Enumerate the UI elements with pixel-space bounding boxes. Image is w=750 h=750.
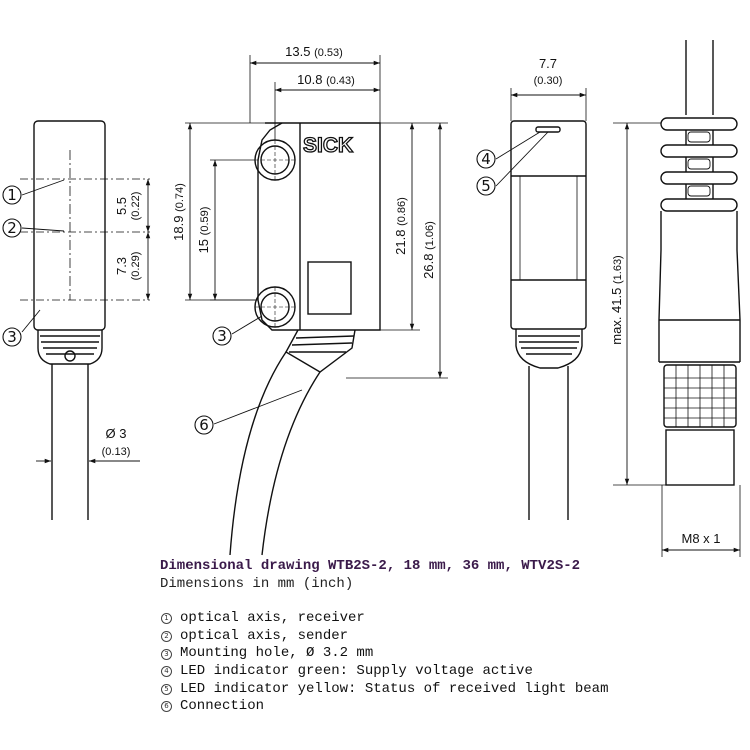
hole-spacing-outer-label: 18.9 (0.74) xyxy=(171,183,186,241)
legend-number: 3 xyxy=(161,648,172,660)
legend: 1 optical axis, receiver 2 optical axis, s… xyxy=(160,610,608,716)
sick-logo: SICK xyxy=(302,133,353,157)
legend-item: 3 Mounting hole, Ø 3.2 mm xyxy=(160,645,608,663)
svg-text:3: 3 xyxy=(7,328,17,346)
width-inner-label: 10.8 (0.43) xyxy=(297,72,355,87)
hole-offset-label: 7.3 xyxy=(114,257,129,275)
narrow-view-connector xyxy=(515,329,583,369)
front-view-connector xyxy=(37,330,103,365)
caption: Dimensional drawing WTB2S-2, 18 mm, 36 m… xyxy=(160,558,608,716)
front-view-housing xyxy=(33,120,106,331)
max-length-label: max. 41.5 (1.63) xyxy=(609,255,624,344)
svg-text:2: 2 xyxy=(7,219,17,237)
svg-text:3: 3 xyxy=(217,327,227,345)
svg-text:4: 4 xyxy=(481,150,491,168)
height-body-label: 21.8 (0.86) xyxy=(393,197,408,255)
led-window xyxy=(535,126,561,133)
callout-6: 6 xyxy=(194,415,214,435)
hole-spacing-inner-label: 15 (0.59) xyxy=(196,207,211,254)
legend-text: optical axis, sender xyxy=(180,627,349,644)
side-view xyxy=(185,55,448,556)
width-side-label: 7.7 xyxy=(539,56,557,71)
legend-item: 6 Connection xyxy=(160,698,608,716)
legend-number: 2 xyxy=(161,631,172,643)
callout-5: 5 xyxy=(476,176,496,196)
side-view-bracket xyxy=(257,122,283,331)
width-overall-label: 13.5 (0.53) xyxy=(285,44,343,59)
axis-offset-inch: (0.22) xyxy=(130,192,142,221)
callout-2: 2 xyxy=(2,218,22,238)
svg-text:1: 1 xyxy=(7,186,17,204)
strain-relief-rib-1 xyxy=(660,117,738,131)
figure-title: Dimensional drawing WTB2S-2, 18 mm, 36 m… xyxy=(160,558,581,574)
legend-item: 5 LED indicator yellow: Status of receive… xyxy=(160,681,608,699)
legend-text: optical axis, receiver xyxy=(180,610,365,627)
front-view xyxy=(20,120,151,520)
cable-dia-label: Ø 3 xyxy=(106,426,127,441)
narrow-view-housing xyxy=(510,120,587,330)
legend-text: Mounting hole, Ø 3.2 mm xyxy=(180,645,374,662)
axis-offset-label: 5.5 xyxy=(114,197,129,215)
legend-number: 5 xyxy=(161,683,172,695)
svg-text:5: 5 xyxy=(481,177,491,195)
legend-item: 2 optical axis, sender xyxy=(160,628,608,646)
thread-label: M8 x 1 xyxy=(681,531,720,546)
receiver-window xyxy=(307,261,352,315)
svg-text:SICK: SICK xyxy=(303,134,353,157)
connector-view xyxy=(613,40,741,557)
height-total-label: 26.8 (1.06) xyxy=(421,221,436,279)
callout-4: 4 xyxy=(476,149,496,169)
narrow-view xyxy=(495,88,587,520)
m8-thread xyxy=(665,429,735,486)
legend-item: 4 LED indicator green: Supply voltage act… xyxy=(160,663,608,681)
front-view-led xyxy=(64,350,76,362)
dimensional-drawing: 1 2 3 5.5 (0.22) 7.3 (0.29) Ø 3 (0.13) xyxy=(2,40,741,557)
legend-text: Connection xyxy=(180,698,265,715)
callout-3-front: 3 xyxy=(2,327,22,347)
svg-text:6: 6 xyxy=(199,416,209,434)
legend-number: 4 xyxy=(161,666,172,678)
legend-item: 1 optical axis, receiver xyxy=(160,610,608,628)
legend-number: 6 xyxy=(161,701,172,713)
connector-body xyxy=(658,211,741,362)
side-view-housing xyxy=(265,122,381,331)
legend-number: 1 xyxy=(161,613,172,625)
legend-text: LED indicator yellow: Status of received… xyxy=(180,680,609,697)
figure-subtitle: Dimensions in mm (inch) xyxy=(160,575,354,592)
callout-1: 1 xyxy=(2,185,22,205)
legend-text: LED indicator green: Supply voltage acti… xyxy=(180,662,533,679)
hole-offset-inch: (0.29) xyxy=(130,252,142,281)
cable-dia-inch: (0.13) xyxy=(102,446,131,458)
callout-3-side: 3 xyxy=(212,326,232,346)
width-side-inch: (0.30) xyxy=(534,75,563,87)
